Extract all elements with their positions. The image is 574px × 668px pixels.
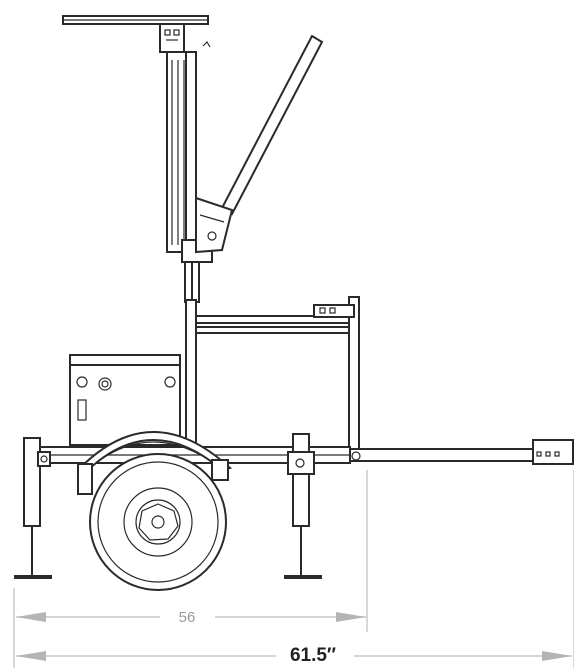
rear-jack-stand <box>14 437 52 579</box>
battery-box <box>69 354 181 446</box>
dimension-61-5-label: 61.5″ <box>290 645 336 666</box>
dimension-56-label: 56 <box>179 609 196 626</box>
front-jack-stand <box>284 433 322 579</box>
mast <box>166 51 213 303</box>
extension-lines <box>13 470 574 668</box>
support-frame <box>185 296 360 451</box>
top-light-panel <box>62 15 211 53</box>
dimension-61-5: 61.5″ <box>16 645 572 666</box>
wheel-fender <box>77 431 233 495</box>
tilt-arm <box>195 34 324 254</box>
dimension-56: 56 <box>16 609 366 626</box>
wheel <box>89 453 227 591</box>
